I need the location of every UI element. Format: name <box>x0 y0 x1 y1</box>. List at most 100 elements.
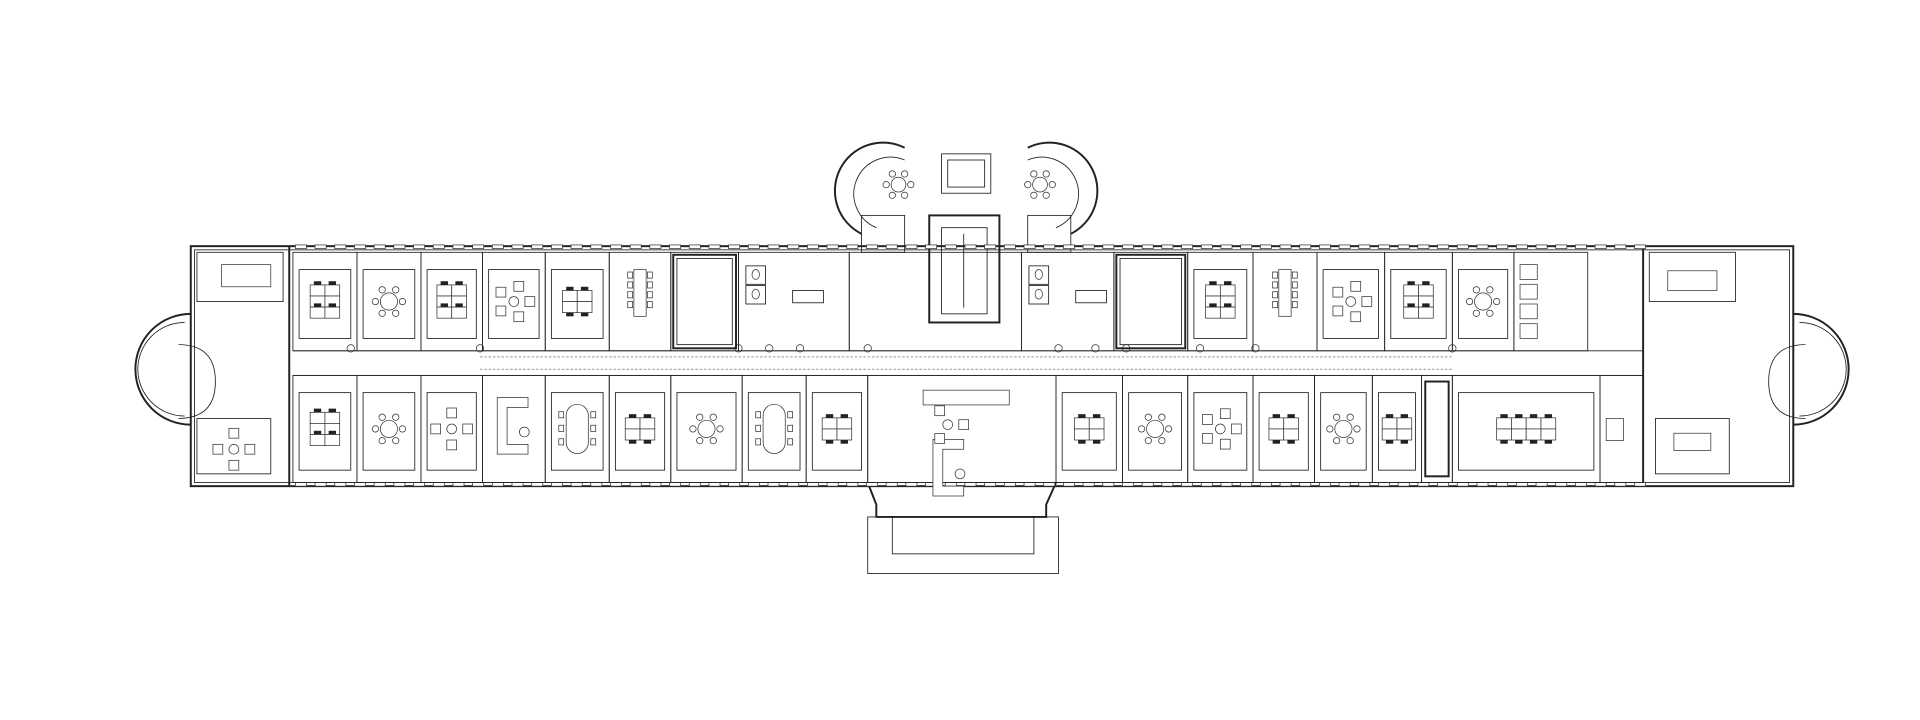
chair <box>755 411 762 419</box>
window <box>629 244 642 249</box>
chair <box>901 170 909 178</box>
bottom-room-12-lounge <box>1202 408 1242 450</box>
bottom-room-5-rug <box>614 392 666 471</box>
window <box>334 482 347 487</box>
window <box>629 482 642 487</box>
desk <box>1283 417 1299 430</box>
table <box>890 176 907 193</box>
armchair <box>495 305 507 317</box>
window <box>1397 482 1410 487</box>
chair <box>888 191 896 199</box>
window <box>354 244 366 249</box>
window <box>1063 482 1075 487</box>
toilet <box>751 269 760 280</box>
window <box>767 244 780 249</box>
top-room-12-meeting <box>1272 269 1298 317</box>
entrance-steps <box>891 516 1035 555</box>
chair <box>455 281 463 285</box>
chair <box>825 440 834 444</box>
window <box>1141 244 1154 249</box>
top-room-7-toilets <box>745 265 824 305</box>
column <box>765 344 774 353</box>
desk <box>1511 417 1527 430</box>
window <box>1437 244 1450 249</box>
window <box>1555 482 1568 487</box>
top-room-13-rug <box>1322 269 1379 339</box>
top-room-2-desks <box>436 281 467 319</box>
table <box>379 419 398 438</box>
window <box>1338 244 1351 249</box>
window <box>452 244 465 249</box>
window <box>1122 244 1134 249</box>
chair <box>1422 303 1430 308</box>
window <box>610 482 622 487</box>
column <box>863 344 872 353</box>
stair-inner <box>941 227 988 315</box>
window <box>531 482 544 487</box>
armchair <box>462 423 473 435</box>
chair <box>1500 414 1508 418</box>
window <box>1181 482 1194 487</box>
chair <box>392 309 400 317</box>
window <box>1437 482 1450 487</box>
chair <box>716 425 724 433</box>
top-room-15-rug <box>1458 269 1509 339</box>
armchair <box>1361 296 1373 307</box>
desk <box>451 306 467 319</box>
window <box>826 482 839 487</box>
window <box>511 244 524 249</box>
window <box>1496 482 1509 487</box>
booth <box>1519 323 1538 339</box>
window <box>413 482 425 487</box>
chair <box>313 430 322 435</box>
window <box>1476 482 1489 487</box>
oval-table <box>762 403 786 454</box>
armchair <box>228 427 240 439</box>
chair <box>1137 425 1146 433</box>
sink-counter <box>792 290 824 304</box>
narrow-room <box>1424 380 1450 478</box>
left-bay-wall <box>134 312 191 426</box>
chair <box>392 437 400 445</box>
armchair <box>513 281 525 292</box>
window <box>866 482 878 487</box>
chair <box>313 408 322 413</box>
window <box>708 244 721 249</box>
top-room-3-lounge <box>495 281 536 323</box>
desk <box>309 284 326 297</box>
tower-top-inner <box>947 159 986 188</box>
chair <box>392 413 400 421</box>
window <box>846 244 859 249</box>
chair <box>1165 425 1173 433</box>
bottom-room-11-rug <box>1128 392 1182 471</box>
right-bay-inner <box>1799 322 1847 417</box>
window <box>1279 482 1292 487</box>
bottom-room-3-wall <box>482 374 546 483</box>
desk <box>1525 417 1542 430</box>
sink-counter <box>1075 290 1107 304</box>
window <box>866 244 878 249</box>
toilet-cubicle <box>1028 265 1050 285</box>
desk <box>576 290 593 302</box>
desk <box>1540 417 1557 430</box>
chair <box>1092 414 1101 418</box>
chair <box>1092 440 1101 444</box>
chair <box>1272 281 1278 289</box>
right-kitchen <box>1648 251 1736 302</box>
window <box>551 244 563 249</box>
desk <box>1381 417 1398 430</box>
window <box>314 482 327 487</box>
bottom-room-4-oval <box>558 403 597 454</box>
chair <box>1346 413 1354 421</box>
top-room-2-rug <box>426 269 477 339</box>
window <box>393 244 406 249</box>
window <box>1319 244 1331 249</box>
long-table <box>633 269 647 317</box>
chair <box>1272 301 1278 309</box>
chair <box>696 413 704 421</box>
desk <box>821 428 838 441</box>
window <box>1102 244 1115 249</box>
top-room-6-closed-inner <box>676 258 733 346</box>
chair <box>371 425 379 433</box>
window <box>354 482 366 487</box>
